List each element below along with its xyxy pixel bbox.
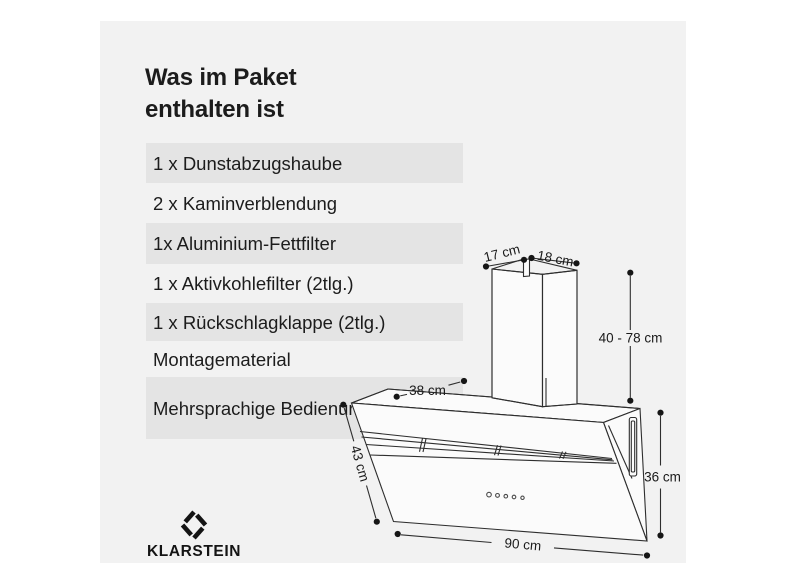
list-item-label: 2 x Kaminverblendung [153,192,338,214]
grease-filter-strip [359,430,617,464]
list-item-label: 1x Aluminium-Fettfilter [153,233,336,254]
dimension-label-18cm: 18 cm [536,248,575,270]
brand-wordmark: KLARSTEIN [146,543,242,560]
side-vent-handle [628,416,638,477]
brand-block: KLARSTEIN [145,510,243,561]
hood-glass-front [350,402,648,542]
list-item: Montagematerial [146,341,463,377]
dimension-label-90cm: 90 cm [504,535,542,553]
list-item-label: 1 x Dunstabzugshaube [153,152,343,174]
dimension-chimney-width: 18 cm [528,248,580,270]
dimension-label-38cm: 38 cm [409,383,446,398]
touch-control-buttons [486,491,525,501]
list-item: 1 x Dunstabzugshaube [146,143,463,183]
list-item-label: 1 x Aktivkohlefilter (2tlg.) [153,273,354,294]
chimney-drawing [491,258,578,408]
list-item: 1x Aluminium-Fettfilter [146,223,463,264]
dimension-body-depth: 38 cm [393,377,468,400]
page-title: Was im Paket enthalten ist [145,62,297,126]
dimension-chimney-height: 40 - 78 cm [599,269,663,404]
dimension-body-back-height: 36 cm [644,409,681,539]
dimension-body-width: 90 cm [394,530,651,559]
page-title-line2: enthalten ist [145,96,284,123]
list-item: 1 x Rückschlagklappe (2tlg.) [146,303,463,341]
dimension-label-36cm: 36 cm [644,470,681,485]
dimension-label-40-78cm: 40 - 78 cm [599,331,663,346]
page-title-line1: Was im Paket [145,64,297,91]
list-item: 2 x Kaminverblendung [146,183,463,223]
list-item: 1 x Aktivkohlefilter (2tlg.) [146,264,463,303]
list-item-label: 1 x Rückschlagklappe (2tlg.) [153,311,386,333]
infographic-card: Was im Paket enthalten ist 1 x Dunstabzu… [100,21,686,563]
klarstein-logo-icon [180,510,208,540]
list-item-label: Montagematerial [153,348,291,370]
